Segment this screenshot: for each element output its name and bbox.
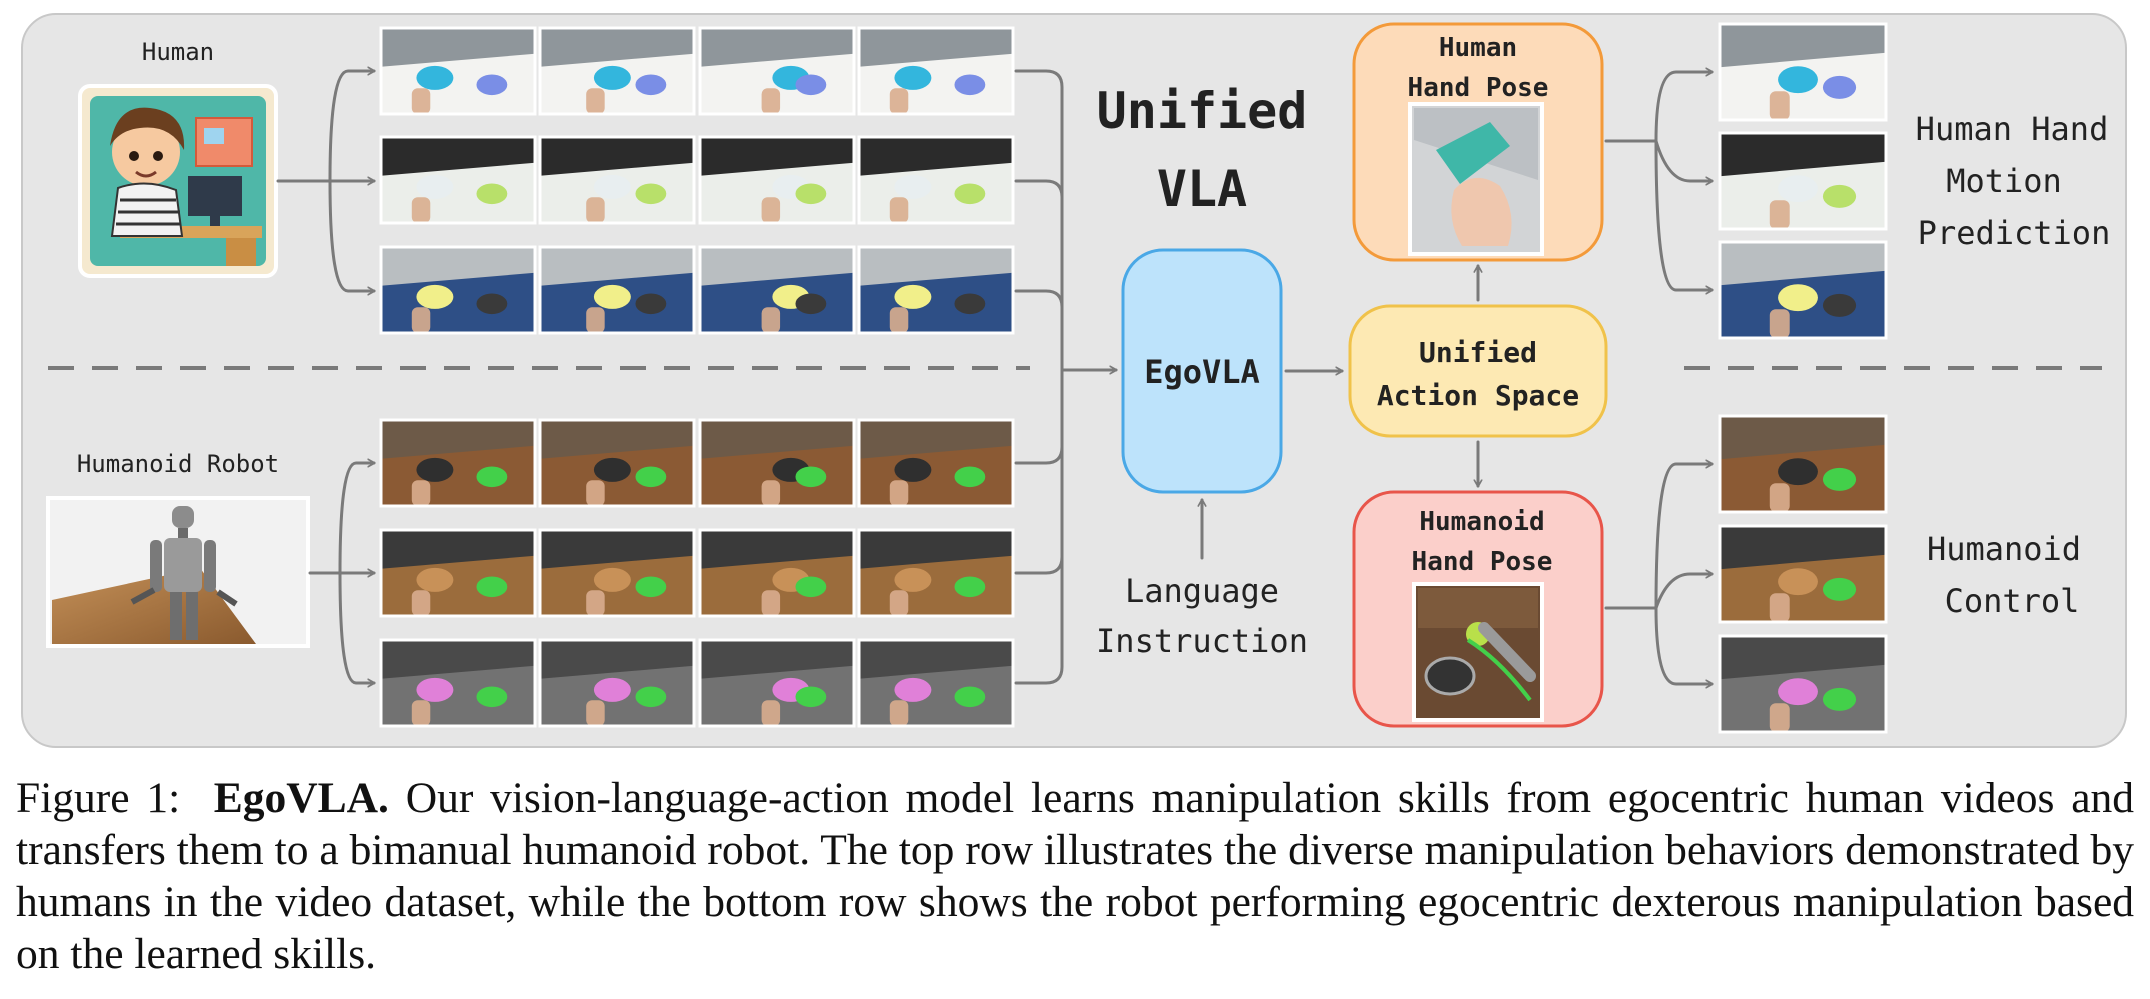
figure-caption: Figure 1: EgoVLA. Our vision-language-ac…	[16, 772, 2134, 980]
video-frame-r1-c4	[857, 26, 1015, 116]
humanoid-hand-pose-line2: Hand Pose	[1412, 547, 1553, 577]
human-hand-pose-line2: Hand Pose	[1408, 73, 1549, 103]
humanoid-hand-pose-image	[1412, 582, 1544, 722]
human-hand-motion-line3: Prediction	[1918, 214, 2111, 252]
humanoid-pose-branch-arrow-2	[1654, 574, 1712, 610]
human-hand-pose-image	[1408, 102, 1544, 256]
human-avatar	[78, 84, 278, 278]
video-frame-r4-c4	[857, 418, 1015, 508]
unified-vla-title-line1: Unified	[1097, 82, 1308, 140]
human-pose-branch-arrow-1	[1654, 72, 1712, 143]
video-frame-r5-c3	[698, 528, 856, 618]
human-pose-branch-arrow-2	[1654, 139, 1712, 181]
human-hand-pose-line1: Human	[1439, 33, 1517, 63]
language-instruction-line2: Instruction	[1096, 622, 1308, 660]
unified-action-space-line1: Unified	[1419, 336, 1537, 369]
merge-line-6	[1014, 368, 1064, 685]
video-frame-r6-c2	[538, 638, 696, 728]
unified-action-space-box	[1348, 304, 1608, 438]
humanoid-robot-image	[46, 496, 310, 648]
humanoid-robot-label: Humanoid Robot	[77, 450, 279, 478]
egovla-box	[1121, 248, 1283, 494]
prediction-frame-6	[1718, 634, 1888, 734]
language-instruction-line1: Language	[1125, 572, 1279, 610]
prediction-frame-3	[1718, 240, 1888, 340]
video-frame-r2-c4	[857, 135, 1015, 225]
merge-line-3	[1014, 289, 1064, 372]
video-frame-r4-c1	[379, 418, 537, 508]
human-hand-motion-line2: Motion	[1946, 162, 2062, 200]
video-frame-r1-c3	[698, 26, 856, 116]
human-hand-motion-line1: Human Hand	[1916, 110, 2109, 148]
video-frame-r3-c2	[538, 245, 696, 335]
video-frame-r6-c3	[698, 638, 856, 728]
caption-prefix: Figure 1:	[16, 774, 181, 822]
video-frame-r2-c3	[698, 135, 856, 225]
prediction-frame-5	[1718, 524, 1888, 624]
prediction-thumbnail-column	[1718, 22, 1888, 734]
video-frame-r4-c2	[538, 418, 696, 508]
video-frame-r3-c1	[379, 245, 537, 335]
egovla-label: EgoVLA	[1144, 353, 1260, 391]
video-frame-r3-c3	[698, 245, 856, 335]
video-frame-r5-c2	[538, 528, 696, 618]
merge-line-2	[1014, 179, 1064, 372]
video-frame-r1-c2	[538, 26, 696, 116]
video-frame-r4-c3	[698, 418, 856, 508]
merge-line-1	[1014, 69, 1064, 372]
robot-branch-arrow-3	[338, 571, 374, 683]
prediction-frame-2	[1718, 131, 1888, 231]
human-branch-arrow-3	[328, 179, 374, 291]
prediction-frame-1	[1718, 22, 1888, 122]
video-frame-r2-c2	[538, 135, 696, 225]
humanoid-pose-branch-arrow-3	[1654, 606, 1712, 684]
video-frame-r1-c1	[379, 26, 537, 116]
humanoid-hand-pose-line1: Humanoid	[1419, 507, 1544, 537]
video-frame-r3-c4	[857, 245, 1015, 335]
flow-arrows	[276, 69, 1712, 685]
humanoid-control-line2: Control	[1945, 582, 2080, 620]
human-pose-branch-arrow-3	[1654, 139, 1712, 290]
humanoid-pose-branch-arrow-1	[1654, 464, 1712, 610]
video-thumbnail-grid	[379, 26, 1015, 728]
video-frame-r5-c4	[857, 528, 1015, 618]
video-frame-r6-c1	[379, 638, 537, 728]
caption-model-name: EgoVLA.	[213, 774, 389, 822]
human-branch-arrow-1	[328, 71, 374, 183]
video-frame-r6-c4	[857, 638, 1015, 728]
humanoid-control-line1: Humanoid	[1927, 530, 2081, 568]
unified-vla-title-line2: VLA	[1157, 160, 1247, 218]
video-frame-r2-c1	[379, 135, 537, 225]
prediction-frame-4	[1718, 414, 1888, 514]
caption-text: Our vision-language-action model learns …	[16, 774, 2134, 978]
robot-branch-arrow-1	[338, 463, 374, 575]
video-frame-r5-c1	[379, 528, 537, 618]
unified-action-space-line2: Action Space	[1377, 379, 1579, 412]
human-label: Human	[142, 38, 214, 66]
